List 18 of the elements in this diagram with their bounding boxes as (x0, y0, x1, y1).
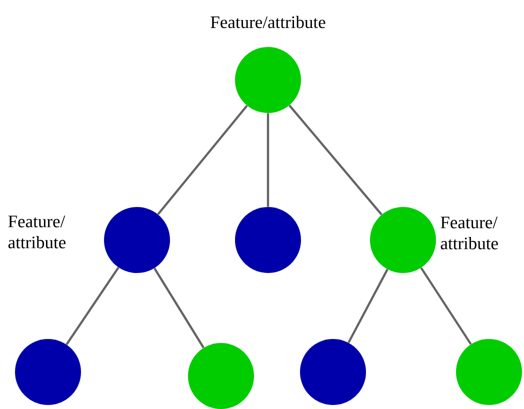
circle-node (235, 47, 301, 113)
connector-line (154, 268, 204, 348)
connector-line (348, 268, 388, 344)
connector-line (66, 266, 120, 346)
connector-line (266, 113, 270, 207)
circle-node (456, 339, 522, 405)
node-label: Feature/ attribute (440, 216, 498, 250)
circle-node (235, 207, 301, 273)
circle-node (104, 207, 170, 273)
connector-line (288, 104, 382, 216)
circle-node (300, 339, 366, 405)
circle-node (188, 343, 254, 409)
circle-node (15, 339, 81, 405)
circle-node (370, 207, 436, 273)
connector-line (420, 267, 472, 345)
node-label: Feature/attribute (210, 16, 326, 28)
connector-line (157, 104, 248, 215)
node-label: Feature/ attribute (8, 216, 66, 248)
